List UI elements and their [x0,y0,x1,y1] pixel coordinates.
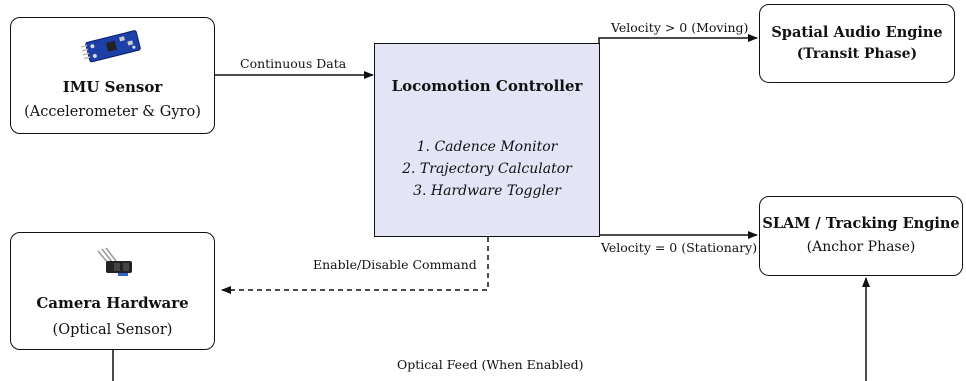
imu-sensor-subtitle: (Accelerometer & Gyro) [24,104,201,120]
label-velocity-stationary: Velocity = 0 (Stationary) [601,240,758,255]
imu-sensor-node: IMU Sensor (Accelerometer & Gyro) [10,17,215,134]
locomotion-controller-title: Locomotion Controller [391,77,583,95]
controller-item-toggler: 3. Hardware Toggler [413,183,561,199]
label-velocity-moving: Velocity > 0 (Moving) [611,20,749,35]
imu-board-icon [81,30,141,63]
camera-hardware-title: Camera Hardware [36,294,189,312]
imu-sensor-title: IMU Sensor [62,78,163,96]
slam-subtitle: (Anchor Phase) [806,239,916,255]
camera-hardware-node: Camera Hardware (Optical Sensor) [10,232,215,350]
slam-tracking-engine-node: SLAM / Tracking Engine (Anchor Phase) [759,196,963,276]
label-continuous-data: Continuous Data [240,56,347,71]
spatial-audio-engine-node: Spatial Audio Engine (Transit Phase) [759,4,955,83]
label-enable-disable: Enable/Disable Command [313,257,477,272]
locomotion-controller-node: Locomotion Controller 1. Cadence Monitor… [374,43,600,237]
controller-item-trajectory: 2. Trajectory Calculator [402,161,572,177]
edge-velocity-moving [598,34,758,43]
camera-hardware-subtitle: (Optical Sensor) [52,322,173,338]
label-optical-feed: Optical Feed (When Enabled) [397,357,584,372]
controller-item-cadence: 1. Cadence Monitor [416,139,558,155]
spatial-audio-title: Spatial Audio Engine [771,24,943,41]
spatial-audio-subtitle: (Transit Phase) [796,46,918,62]
slam-title: SLAM / Tracking Engine [762,215,960,232]
optical-sensor-icon [97,247,132,276]
